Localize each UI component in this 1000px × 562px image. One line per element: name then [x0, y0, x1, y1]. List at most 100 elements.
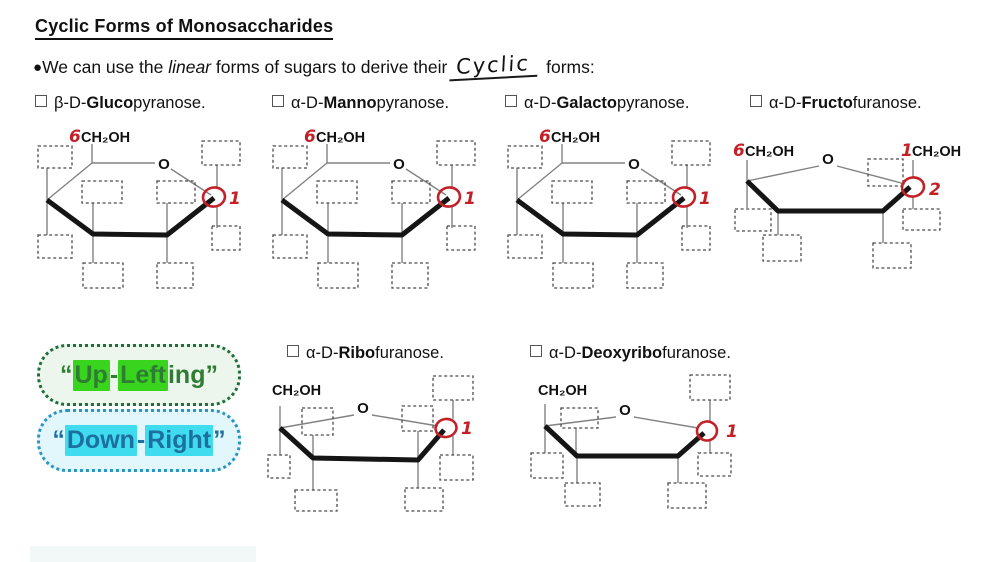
word-tail: ing [167, 360, 206, 389]
answer-blank-box [301, 407, 334, 436]
answer-blank-box [689, 374, 731, 401]
answer-blank-box [82, 262, 124, 289]
intro-word-linear: linear [168, 57, 212, 77]
answer-blank-box [552, 262, 594, 289]
ring-oxygen-label: O [357, 400, 369, 417]
sugar-name-prefix: α-D- [769, 94, 802, 112]
answer-blank-box [404, 487, 444, 512]
highlighted-word: Up [72, 359, 110, 391]
sugar-name-prefix: β-D- [54, 94, 87, 112]
sugar-name-prefix: α-D- [291, 94, 324, 112]
intro-text-mid: forms of sugars to derive their [211, 57, 448, 77]
hyphen: - [109, 360, 119, 389]
answer-blank-box [507, 145, 543, 169]
carbon6-number-annotation: 6 [539, 127, 551, 147]
answer-blank-box [211, 225, 241, 251]
title-galactopyranose: α-D-Galactopyranose. [505, 94, 689, 113]
answer-blank-box [81, 180, 123, 204]
glucopyranose-structure: 6 CH₂OH O 1 [37, 127, 241, 289]
answer-blank-box [391, 262, 429, 289]
ch2oh-label: CH₂OH [745, 144, 794, 160]
answer-blank-box [902, 208, 941, 231]
anomeric-number-annotation: 1 [229, 189, 241, 209]
answer-blank-box [626, 180, 666, 204]
sugar-name-bold: Galacto [556, 94, 617, 112]
anomeric-circle-annotation [695, 420, 719, 442]
carbon1-number-annotation: 1 [901, 141, 913, 161]
answer-blank-box [272, 145, 308, 169]
anomeric-circle-annotation [434, 417, 458, 439]
checkbox-icon [272, 95, 284, 107]
ring-oxygen-label: O [619, 402, 631, 419]
answer-blank-box [762, 234, 802, 262]
ring-front-bonds [278, 426, 446, 463]
anomeric-number-annotation: 1 [464, 189, 476, 209]
ch2oh-label: CH₂OH [538, 383, 587, 399]
anomeric-number-annotation: 2 [929, 180, 941, 200]
quote-open: “ [52, 426, 65, 454]
carbon6-number-annotation: 6 [69, 127, 81, 147]
answer-blank-box [272, 234, 308, 259]
answer-blank-box [439, 454, 474, 481]
handwritten-cyclic-annotation: Cyclic [449, 50, 539, 82]
checkbox-icon [35, 95, 47, 107]
answer-blank-box [267, 454, 291, 479]
answer-blank-box [446, 225, 476, 251]
fructofuranose-structure: 6 CH₂OH 1 CH₂OH O 2 [733, 141, 961, 269]
answer-blank-box [317, 262, 359, 289]
sugar-name-bold: Deoxyribo [581, 344, 663, 362]
answer-blank-box [551, 180, 593, 204]
title-mannopyranose: α-D-Mannopyranose. [272, 94, 449, 113]
answer-blank-box [391, 180, 431, 204]
page-title: Cyclic Forms of Monosaccharides [35, 16, 334, 40]
sugar-name-bold: Fructo [801, 94, 853, 112]
ring-oxygen-label: O [393, 156, 405, 173]
ring-oxygen-label: O [628, 156, 640, 173]
answer-blank-box [560, 407, 599, 429]
deoxyribofuranose-structure: CH₂OH O 1 [530, 374, 738, 509]
ring-front-bonds [45, 196, 216, 238]
ch2oh-label: CH₂OH [81, 130, 130, 146]
ch2oh-label: CH₂OH [551, 130, 600, 146]
highlighted-word: Down [64, 425, 137, 456]
checkbox-icon [750, 95, 762, 107]
answer-blank-box [436, 140, 476, 166]
answer-blank-box [294, 489, 338, 512]
ring-front-bonds [745, 179, 912, 214]
answer-blank-box [564, 482, 601, 507]
answer-blank-box [671, 140, 711, 166]
anomeric-number-annotation: 1 [726, 422, 738, 442]
hyphen: - [136, 426, 146, 454]
answer-blank-box [432, 375, 474, 401]
answer-blank-box [734, 208, 772, 232]
anomeric-circle-annotation [436, 186, 462, 208]
answer-blank-box [37, 234, 73, 259]
answer-blank-box [156, 262, 194, 289]
ring-front-bonds [515, 196, 686, 238]
substituent-bonds [544, 400, 711, 483]
sugar-name-prefix: α-D- [549, 344, 582, 362]
title-deoxyribofuranose: α-D-Deoxyribofuranose. [530, 344, 731, 363]
sugar-name-suffix: pyranose. [616, 94, 690, 112]
faint-highlight-band [30, 546, 256, 562]
galactopyranose-structure: 6 CH₂OH O 1 [507, 127, 711, 289]
note-down-right: “Down-Right” [37, 409, 241, 472]
ring-oxygen-label: O [822, 151, 834, 168]
intro-sentence: ●We can use the linear forms of sugars t… [33, 50, 595, 82]
answer-blank-box [867, 158, 904, 187]
title-ribofuranose: α-D-Ribofuranose. [287, 344, 444, 363]
sugar-name-suffix: pyranose. [133, 94, 206, 112]
sugar-name-bold: Ribo [338, 344, 376, 362]
ring-front-bonds [280, 196, 451, 238]
anomeric-circle-annotation [900, 176, 926, 198]
carbon6-number-annotation: 6 [304, 127, 316, 147]
ring-oxygen-label: O [158, 156, 170, 173]
highlighted-word: Right [145, 425, 214, 456]
sugar-name-suffix: furanose. [852, 94, 922, 112]
bullet-icon: ● [33, 59, 43, 76]
anomeric-circle-annotation [671, 186, 697, 208]
anomeric-number-annotation: 1 [699, 189, 711, 209]
sugar-name-prefix: α-D- [306, 344, 339, 362]
intro-text-pre: We can use the [42, 57, 169, 77]
